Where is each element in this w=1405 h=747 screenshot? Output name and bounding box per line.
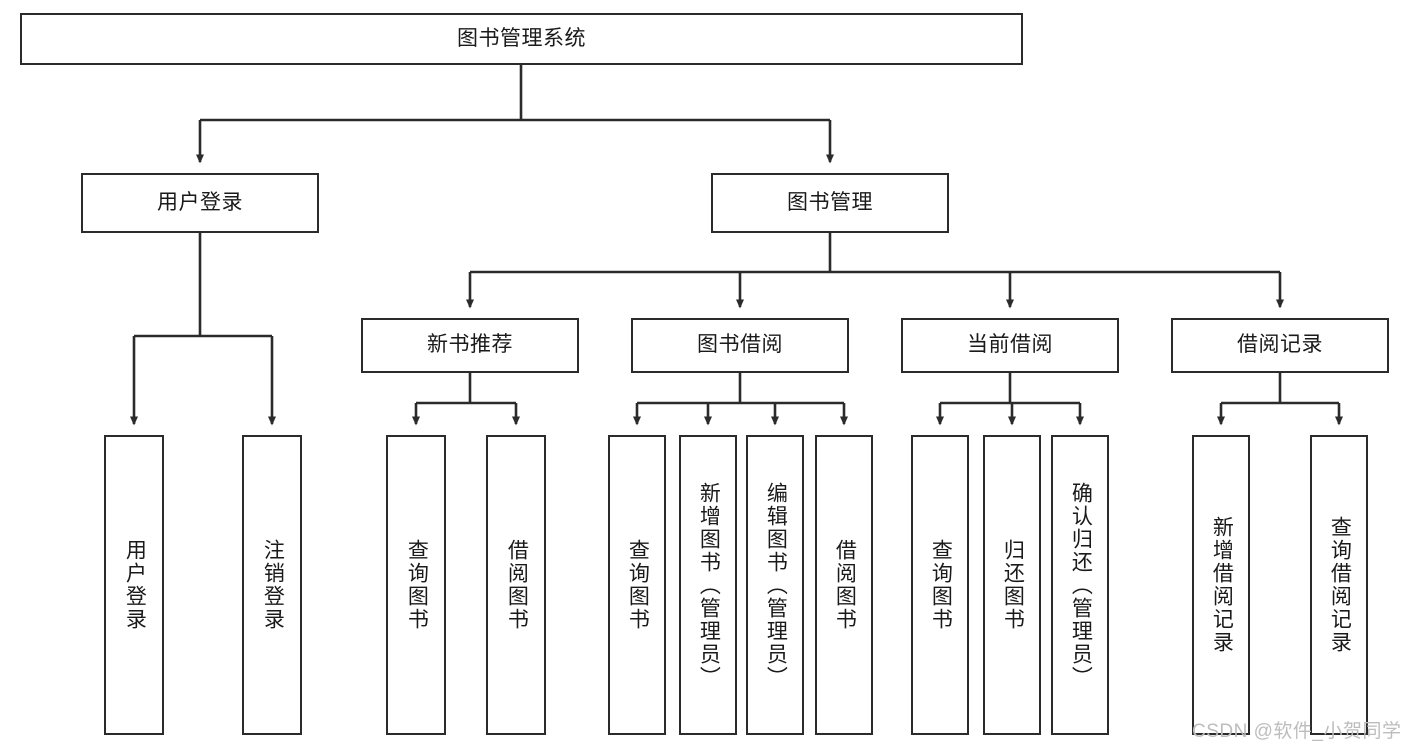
- node-label: 图书管理: [787, 190, 873, 214]
- node-leaf-user-login[interactable]: 用户登录: [104, 435, 164, 735]
- node-label: 图书借阅: [697, 333, 783, 357]
- node-leaf-logout[interactable]: 注销登录: [242, 435, 302, 735]
- node-label: 编辑图书（管理员）: [764, 481, 788, 689]
- node-label: 新增图书（管理员）: [697, 481, 721, 689]
- node-leaf-query-book-recommend[interactable]: 查询图书: [386, 435, 446, 735]
- node-label: 新书推荐: [427, 333, 513, 357]
- node-label: 用户登录: [123, 539, 147, 631]
- node-label: 新增借阅记录: [1210, 516, 1234, 654]
- node-leaf-confirm-return-admin[interactable]: 确认归还（管理员）: [1051, 435, 1109, 735]
- node-user-login[interactable]: 用户登录: [81, 173, 319, 233]
- node-leaf-borrow-book-recommend[interactable]: 借阅图书: [486, 435, 546, 735]
- node-book-borrow[interactable]: 图书借阅: [631, 318, 849, 373]
- node-label: 当前借阅: [967, 333, 1053, 357]
- node-label: 查询图书: [405, 539, 429, 631]
- node-label: 借阅图书: [833, 539, 857, 631]
- node-leaf-edit-book-admin[interactable]: 编辑图书（管理员）: [746, 435, 804, 735]
- node-new-book-recommend[interactable]: 新书推荐: [361, 318, 579, 373]
- node-label: 查询图书: [626, 539, 650, 631]
- node-book-management[interactable]: 图书管理: [711, 173, 949, 233]
- node-label: 确认归还（管理员）: [1069, 481, 1093, 689]
- node-current-borrow[interactable]: 当前借阅: [901, 318, 1119, 373]
- node-leaf-borrow-book[interactable]: 借阅图书: [815, 435, 873, 735]
- node-book-management-system[interactable]: 图书管理系统: [20, 13, 1023, 65]
- node-label: 图书管理系统: [457, 26, 586, 50]
- node-label: 用户登录: [157, 190, 243, 214]
- node-label: 查询图书: [929, 539, 953, 631]
- node-leaf-add-borrow-record[interactable]: 新增借阅记录: [1192, 435, 1250, 735]
- node-leaf-query-book-borrow[interactable]: 查询图书: [608, 435, 666, 735]
- node-leaf-return-book[interactable]: 归还图书: [983, 435, 1041, 735]
- node-label: 归还图书: [1001, 539, 1025, 631]
- node-label: 注销登录: [261, 539, 285, 631]
- csdn-watermark: CSDN @软件_小贺同学: [1192, 721, 1402, 742]
- node-label: 借阅记录: [1237, 333, 1323, 357]
- node-leaf-query-book-current[interactable]: 查询图书: [911, 435, 969, 735]
- node-label: 查询借阅记录: [1328, 516, 1352, 654]
- node-leaf-add-book-admin[interactable]: 新增图书（管理员）: [679, 435, 737, 735]
- node-leaf-query-borrow-record[interactable]: 查询借阅记录: [1310, 435, 1368, 735]
- node-label: 借阅图书: [505, 539, 529, 631]
- node-borrow-record[interactable]: 借阅记录: [1171, 318, 1389, 373]
